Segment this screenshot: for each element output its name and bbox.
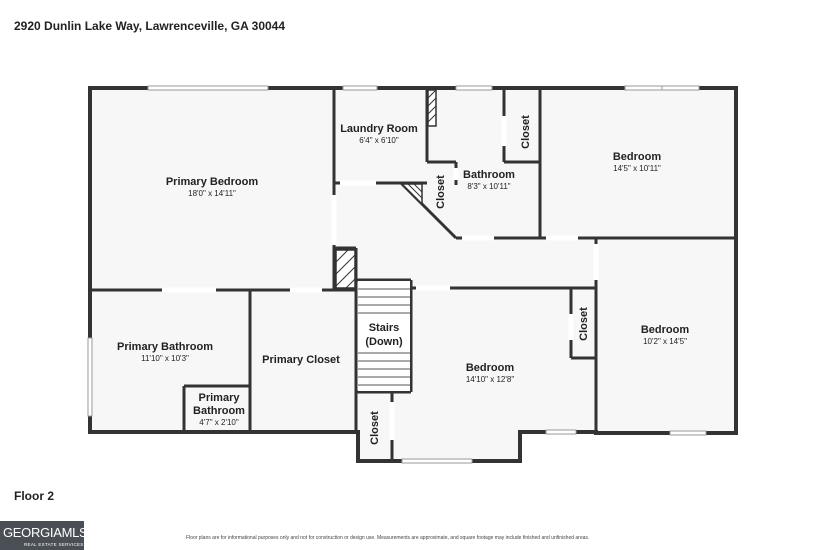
stairs-label: Stairs bbox=[369, 322, 400, 334]
door-openings bbox=[162, 116, 599, 440]
southeast-bedroom-dims: 10'2" x 14'5" bbox=[643, 337, 687, 346]
windows bbox=[87, 85, 707, 464]
primary-bathroom-label: Primary Bathroom bbox=[117, 341, 213, 353]
exterior-wall bbox=[88, 86, 738, 463]
primary-bedroom-label: Primary Bedroom bbox=[166, 176, 259, 188]
stair-treads bbox=[358, 281, 410, 391]
laundry-room-label: Laundry Room bbox=[340, 123, 418, 135]
room-labels: Primary Bedroom 18'0" x 14'11" Laundry R… bbox=[117, 115, 689, 445]
southeast-bedroom-label: Bedroom bbox=[641, 324, 690, 336]
center-closet-label: Closet bbox=[369, 411, 381, 445]
logo-main-text: GEORGIAMLS bbox=[3, 525, 88, 540]
primary-bedroom-dims: 18'0" x 14'11" bbox=[188, 189, 236, 198]
northeast-bedroom-label: Bedroom bbox=[613, 151, 662, 163]
disclaimer-text: Floor plans are for informational purpos… bbox=[186, 535, 590, 541]
bathroom-dims: 8'3" x 10'11" bbox=[467, 182, 510, 191]
small-bathroom-label-2: Bathroom bbox=[193, 405, 245, 417]
bathroom-label: Bathroom bbox=[463, 169, 515, 181]
property-address: 2920 Dunlin Lake Way, Lawrenceville, GA … bbox=[14, 19, 286, 33]
georgia-mls-logo: GEORGIAMLS REAL ESTATE SERVICES bbox=[0, 521, 88, 550]
center-bedroom-label: Bedroom bbox=[466, 362, 515, 374]
hatched-shafts bbox=[335, 89, 437, 289]
bathroom-closet-label: Closet bbox=[435, 175, 447, 209]
top-closet-label: Closet bbox=[520, 115, 532, 149]
right-closet-label: Closet bbox=[578, 307, 590, 341]
primary-closet-label: Primary Closet bbox=[262, 354, 340, 366]
small-bathroom-label-1: Primary bbox=[199, 392, 241, 404]
floor-fill bbox=[90, 88, 736, 462]
center-bedroom-dims: 14'10" x 12'8" bbox=[466, 375, 514, 384]
laundry-room-dims: 6'4" x 6'10" bbox=[359, 136, 399, 145]
floor-label: Floor 2 bbox=[14, 489, 55, 503]
logo-sub-text: REAL ESTATE SERVICES bbox=[24, 542, 84, 547]
small-bathroom-dims: 4'7" x 2'10" bbox=[199, 418, 239, 427]
primary-bathroom-dims: 11'10" x 10'3" bbox=[141, 354, 189, 363]
northeast-bedroom-dims: 14'5" x 10'11" bbox=[613, 164, 661, 173]
stairs-direction: (Down) bbox=[365, 336, 403, 348]
